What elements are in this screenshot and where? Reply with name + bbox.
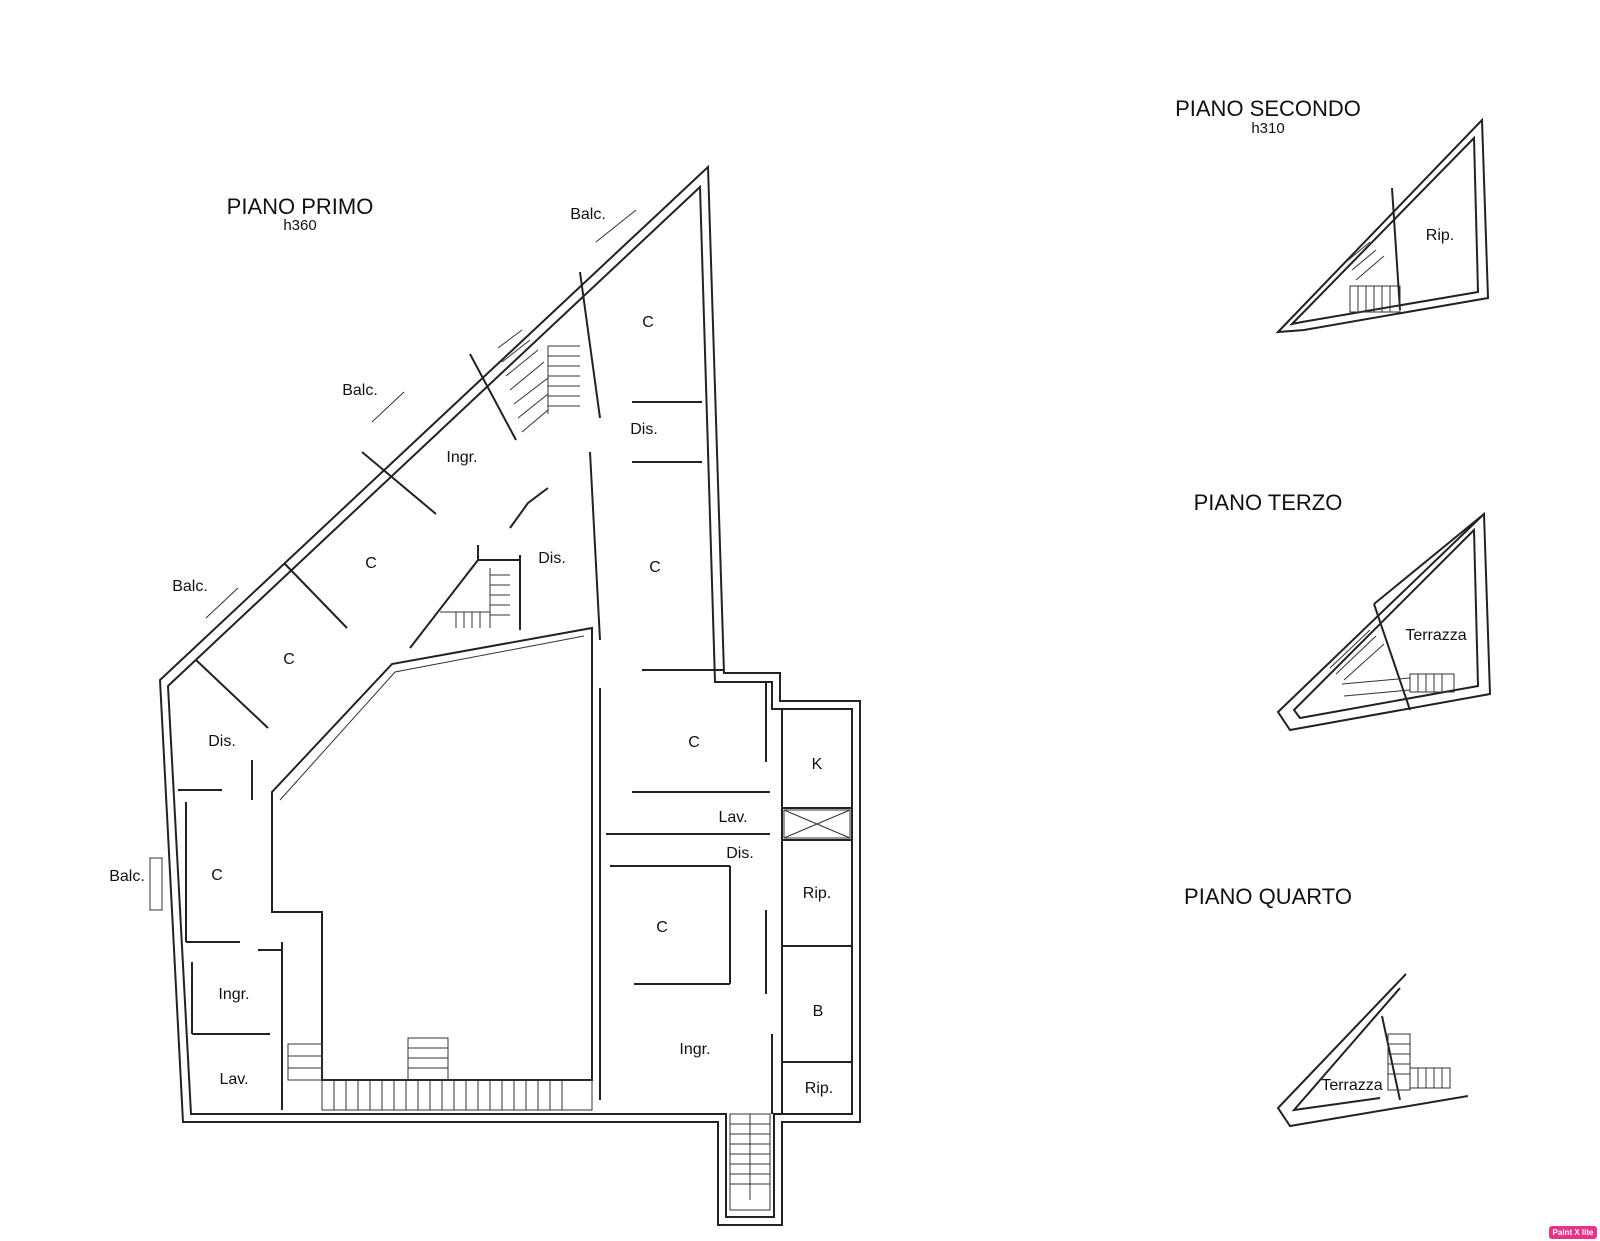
room-label: Lav. — [718, 809, 747, 826]
room-label: Lav. — [219, 1071, 248, 1088]
piano-secondo-plan: PIANO SECONDO h310 Rip. — [1175, 96, 1490, 334]
room-label: Dis. — [208, 733, 236, 750]
staircase-secondo — [1345, 241, 1401, 313]
courtyard-outline — [271, 626, 593, 1081]
piano-terzo-title: PIANO TERZO — [1194, 490, 1343, 515]
room-label: Rip. — [1426, 227, 1454, 244]
room-label: Balc. — [570, 206, 606, 223]
room-label: C — [211, 867, 223, 884]
staircase-exterior — [729, 1113, 771, 1211]
staircase-middle — [440, 568, 510, 628]
piano-quarto-title: PIANO QUARTO — [1184, 884, 1352, 909]
room-label: Dis. — [726, 845, 754, 862]
room-label: Balc. — [109, 868, 145, 885]
piano-secondo-height: h310 — [1251, 120, 1284, 137]
piano-quarto-plan: PIANO QUARTO Terrazza — [1184, 884, 1469, 1128]
staircase-bottom — [287, 1037, 593, 1111]
room-label: Ingr. — [679, 1041, 710, 1058]
staircase-north — [497, 329, 580, 433]
piano-primo-plan: PIANO PRIMO h360 Balc. Balc. Balc. Balc.… — [109, 164, 861, 1226]
room-label: C — [365, 555, 377, 572]
piano-secondo-title: PIANO SECONDO — [1175, 96, 1361, 121]
app-watermark-badge: Paint X lite — [1549, 1226, 1597, 1239]
room-label: Ingr. — [446, 449, 477, 466]
room-label: Terrazza — [1321, 1077, 1382, 1094]
staircase-quarto — [1387, 1033, 1451, 1091]
room-label: Balc. — [342, 382, 378, 399]
staircase-terzo — [1329, 629, 1455, 697]
room-label: Dis. — [538, 550, 566, 567]
room-label: Rip. — [805, 1080, 833, 1097]
room-label: C — [688, 734, 700, 751]
piano-primo-title: PIANO PRIMO — [227, 194, 374, 219]
room-label: C — [649, 559, 661, 576]
room-label: Terrazza — [1405, 627, 1466, 644]
room-label: C — [656, 919, 668, 936]
room-label: Ingr. — [218, 986, 249, 1003]
room-label: B — [813, 1003, 824, 1020]
piano-terzo-plan: PIANO TERZO Terrazza — [1194, 490, 1492, 732]
room-label: Balc. — [172, 578, 208, 595]
room-label: K — [812, 756, 823, 773]
room-label: Dis. — [630, 421, 658, 438]
room-label: C — [642, 314, 654, 331]
piano-primo-height: h360 — [283, 217, 316, 234]
room-label: C — [283, 651, 295, 668]
room-label: Rip. — [803, 885, 831, 902]
